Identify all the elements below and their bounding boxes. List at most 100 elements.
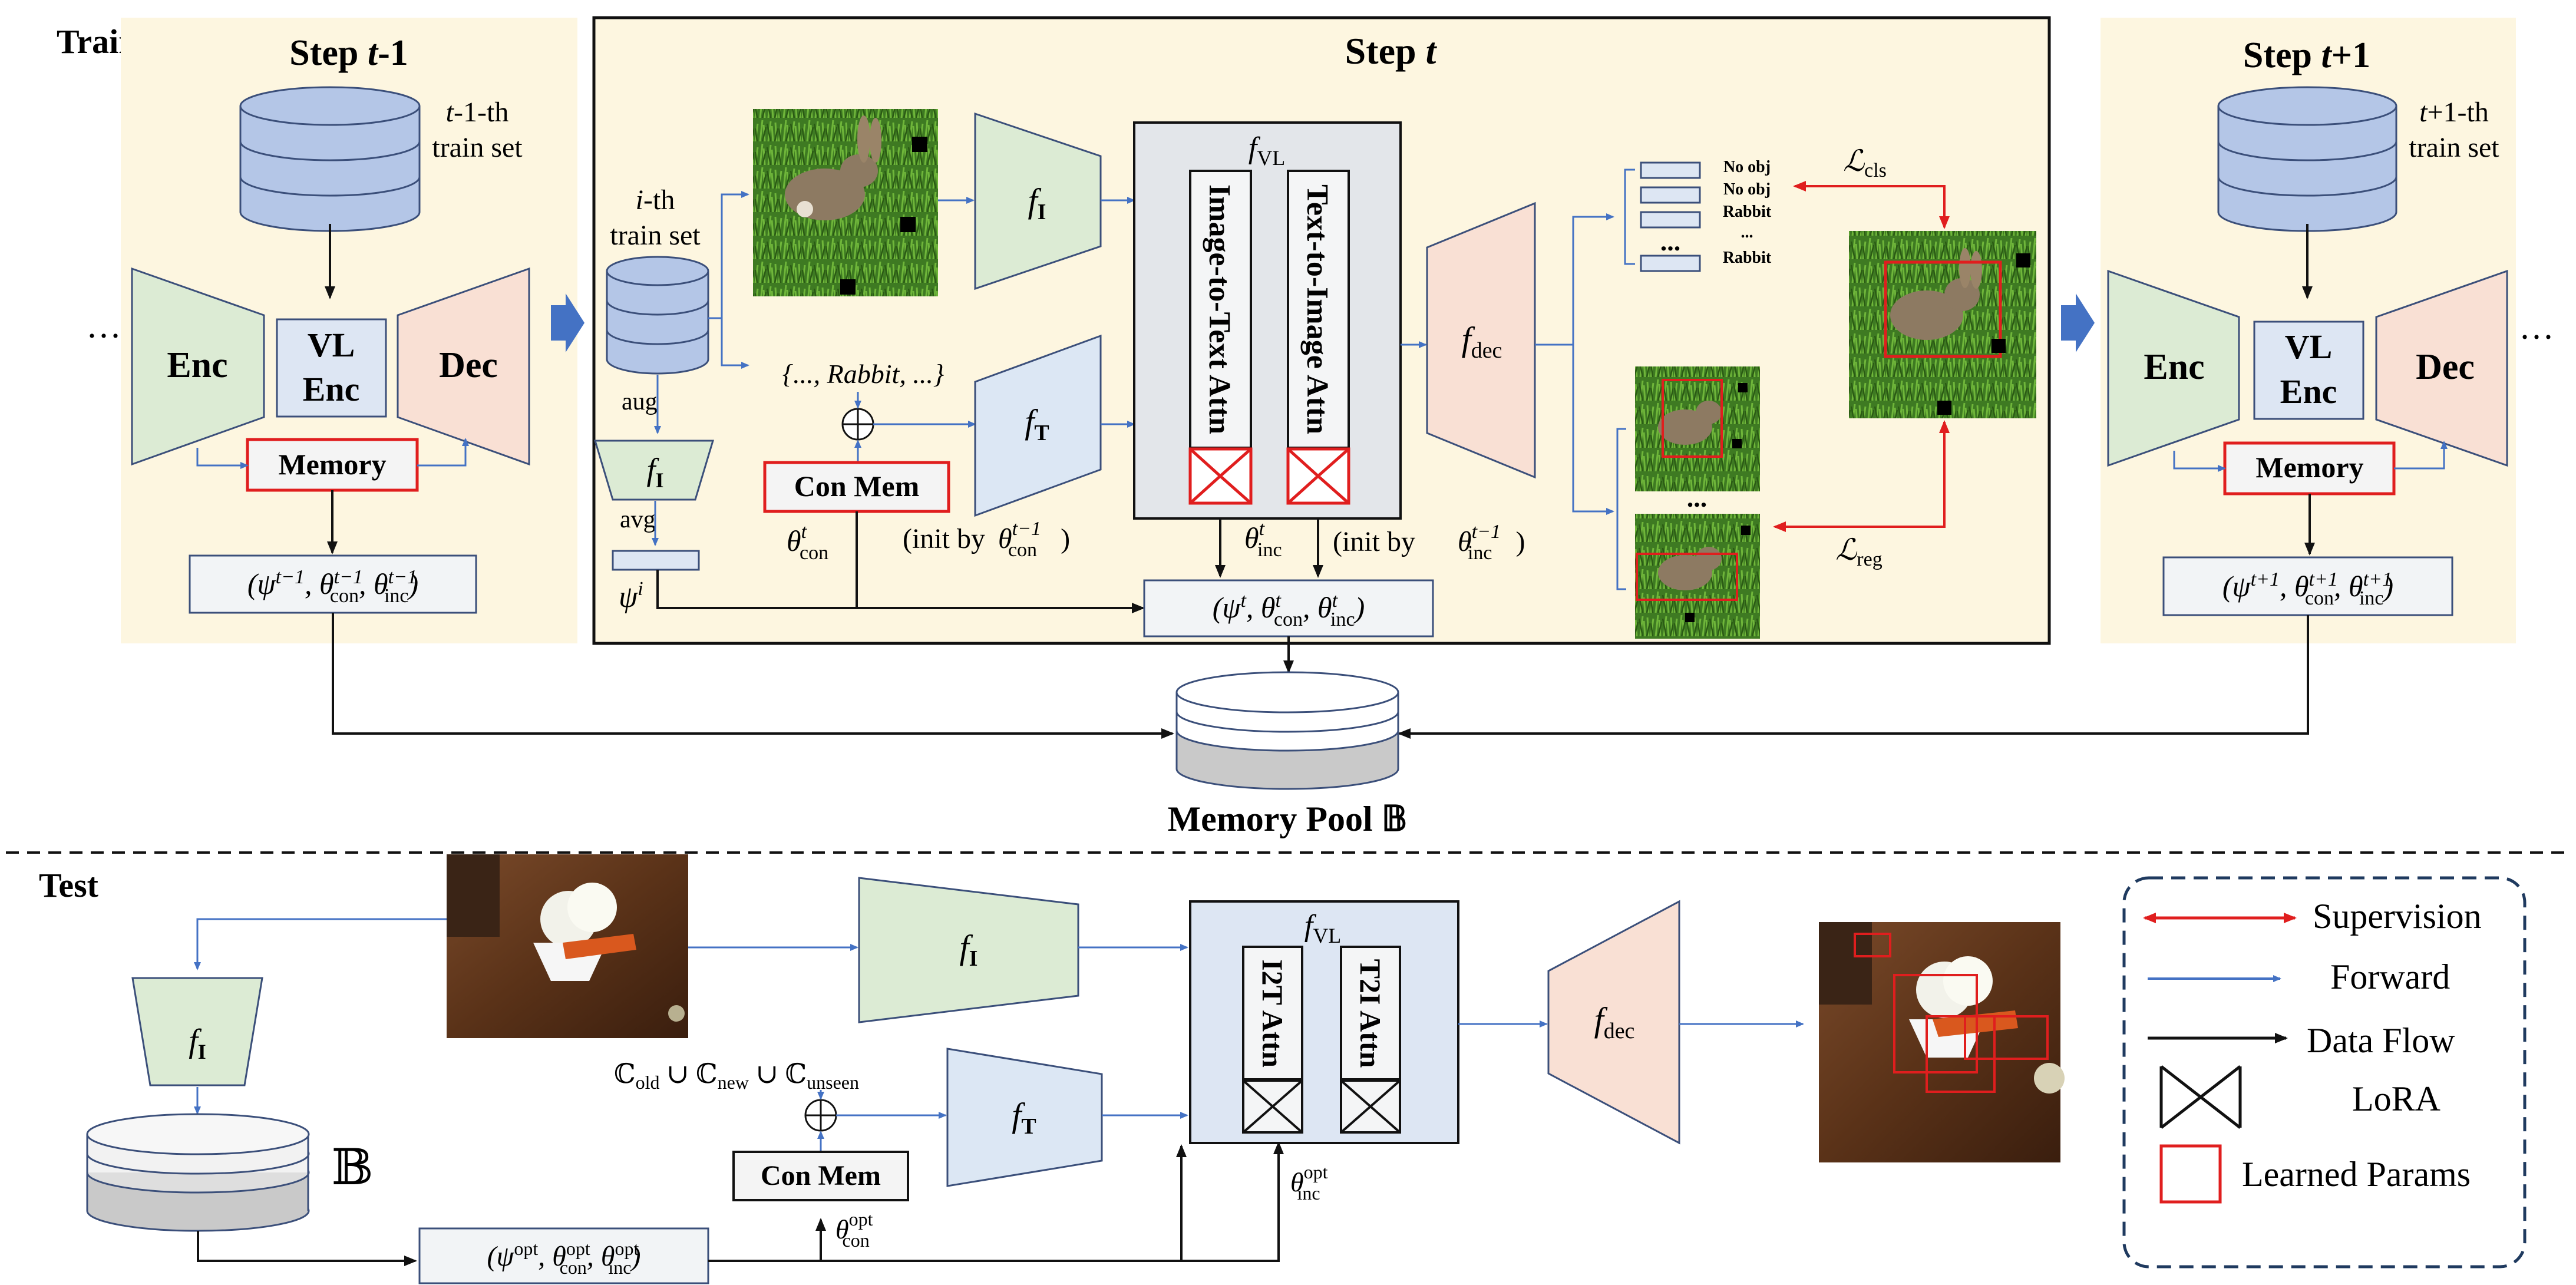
- cur-t2i-attn-label: Text-to-Image Attn: [1300, 184, 1334, 434]
- memory-pool-label: Memory Pool 𝔹: [1167, 800, 1407, 838]
- prev-decoder-label: Dec: [439, 345, 498, 385]
- next-decoder-shape: [2375, 269, 2508, 467]
- test-i2t-attn-label: I2T Attn: [1256, 959, 1289, 1068]
- pred-box-image-2: [1635, 514, 1760, 639]
- cls-output-3: ...: [1741, 223, 1753, 242]
- step-cur-panel: Step t i-th train set aug fI avg ψi: [592, 16, 2051, 645]
- psi-i-vector: [612, 550, 700, 571]
- loss-cls-label: ℒcls: [1843, 144, 1887, 181]
- prev-vl-enc-line1: VL: [308, 326, 355, 364]
- test-output-image: [1819, 922, 2065, 1162]
- test-i2t-lora-icon: [1242, 1079, 1303, 1134]
- test-image-to-small-fI-arrow: [194, 918, 447, 970]
- cur-fT-shape: [974, 334, 1102, 517]
- cur-params-box: [1143, 579, 1434, 637]
- prev-to-cur-transition-arrow: [551, 293, 584, 352]
- prev-params-to-pool-arrow: [332, 613, 1174, 739]
- test-t2i-attn-label: T2I Attn: [1354, 959, 1387, 1068]
- cls-supervision-arrow: [1793, 181, 1950, 229]
- legend-lora-label: LoRA: [2352, 1079, 2440, 1118]
- step-prev-title: Step t-1: [289, 33, 408, 73]
- test-con-mem-label: Con Mem: [761, 1160, 881, 1191]
- ith-trainset-line2: train set: [610, 220, 701, 251]
- fdec-to-reg-arrow: [1572, 345, 1614, 515]
- next-decoder-label: Dec: [2416, 347, 2475, 387]
- reg-supervision-arrow: [1773, 420, 1950, 532]
- next-params-to-pool-arrow: [1398, 615, 2309, 739]
- legend-learned-params-label: Learned Params: [2242, 1155, 2471, 1194]
- test-i2t-attn-box: [1242, 946, 1303, 1081]
- cls-output-4: Rabbit: [1723, 249, 1772, 267]
- aug-label: aug: [622, 388, 658, 415]
- next-vl-enc-line1: VL: [2285, 328, 2333, 366]
- test-fVL-box: [1189, 900, 1459, 1144]
- next-trainset-line2: train set: [2409, 132, 2499, 163]
- cls-output-labels: No obj No obj Rabbit ... Rabbit: [1723, 158, 1772, 267]
- prev-encoder-shape: [131, 267, 265, 466]
- legend-forward-label: Forward: [2330, 957, 2450, 996]
- step-next-title: Step t+1: [2243, 35, 2370, 75]
- prev-trainset-line1: t-1-th: [446, 97, 509, 128]
- step-cur-title: Step t: [1345, 30, 1438, 72]
- cls-token-bracket: [1624, 161, 1701, 272]
- cur-t2i-attn-box: [1287, 170, 1350, 449]
- cur-i2t-lora-icon: [1188, 447, 1253, 505]
- next-trainset-database-icon: [2217, 86, 2397, 232]
- pred-box-dots: ...: [1687, 483, 1708, 513]
- test-fI-shape: [858, 877, 1079, 1023]
- test-t2i-lora-icon: [1340, 1079, 1401, 1134]
- prev-ellipsis: ···: [86, 316, 121, 355]
- cur-i2t-attn-box: [1189, 170, 1252, 449]
- cls-output-2: Rabbit: [1723, 203, 1772, 221]
- test-opt-params-box: [418, 1227, 709, 1284]
- step-prev-panel: Step t-1 t-1-th train set Enc VL Enc Dec…: [121, 18, 577, 643]
- next-encoder-label: Enc: [2144, 347, 2204, 387]
- prev-enc-to-memory-arrow: [196, 448, 249, 469]
- legend-supervision-label: Supervision: [2313, 897, 2482, 936]
- ground-truth-image: [1849, 231, 2036, 418]
- legend-data-flow-label: Data Flow: [2307, 1021, 2455, 1060]
- prev-decoder-shape: [397, 267, 530, 466]
- test-fT-shape: [946, 1048, 1103, 1187]
- trainset-to-text-arrow: [721, 318, 749, 369]
- cls-token-dots: ...: [1660, 226, 1681, 256]
- oplus-combine-icon: [841, 408, 874, 441]
- next-ellipsis: ···: [2519, 318, 2554, 356]
- test-pool-symbol: 𝔹: [332, 1141, 374, 1195]
- fdec-to-cls-arrow: [1535, 213, 1614, 346]
- next-vl-enc-line2: Enc: [2280, 372, 2337, 411]
- test-classes-label: ℂold ∪ ℂnew ∪ ℂunseen: [614, 1059, 859, 1093]
- step-next-panel: Step t+1 t+1-th train set Enc VL Enc Dec…: [2101, 18, 2516, 643]
- next-encoder-shape: [2107, 269, 2240, 467]
- opt-params-to-t2i-arrow: [708, 1141, 1284, 1262]
- prev-memory-to-dec-arrow: [417, 438, 469, 467]
- next-memory-to-dec-arrow: [2394, 441, 2448, 470]
- reg-bracket: [1616, 428, 1626, 590]
- test-onion-carrot-image: [447, 854, 688, 1038]
- trainset-to-image-arrow: [708, 191, 749, 319]
- legend-lora-icon: [2159, 1065, 2242, 1129]
- test-small-fI-shape: [131, 977, 263, 1086]
- cur-to-next-transition-arrow: [2061, 293, 2095, 352]
- cur-con-mem-label: Con Mem: [794, 470, 919, 503]
- prev-vl-enc-box: [276, 318, 387, 418]
- pool-to-opt-params-arrow: [197, 1231, 417, 1266]
- cur-t2i-lora-icon: [1286, 447, 1350, 505]
- ith-trainset-line1: i-th: [636, 184, 675, 216]
- prev-params-box: [189, 554, 477, 614]
- prev-trainset-database-icon: [239, 86, 421, 232]
- cur-con-mem-box: [763, 461, 950, 513]
- prev-encoder-label: Enc: [167, 345, 227, 385]
- next-memory-label: Memory: [2255, 451, 2363, 484]
- next-vl-enc-box: [2253, 321, 2364, 420]
- legend-learned-params-icon: [2159, 1144, 2222, 1204]
- test-con-mem-box: [732, 1151, 909, 1201]
- psi-to-params-arrow: [656, 570, 1145, 613]
- prev-vl-enc-line2: Enc: [303, 370, 360, 408]
- test-t2i-attn-box: [1340, 946, 1401, 1081]
- train-rabbit-image: [753, 109, 938, 296]
